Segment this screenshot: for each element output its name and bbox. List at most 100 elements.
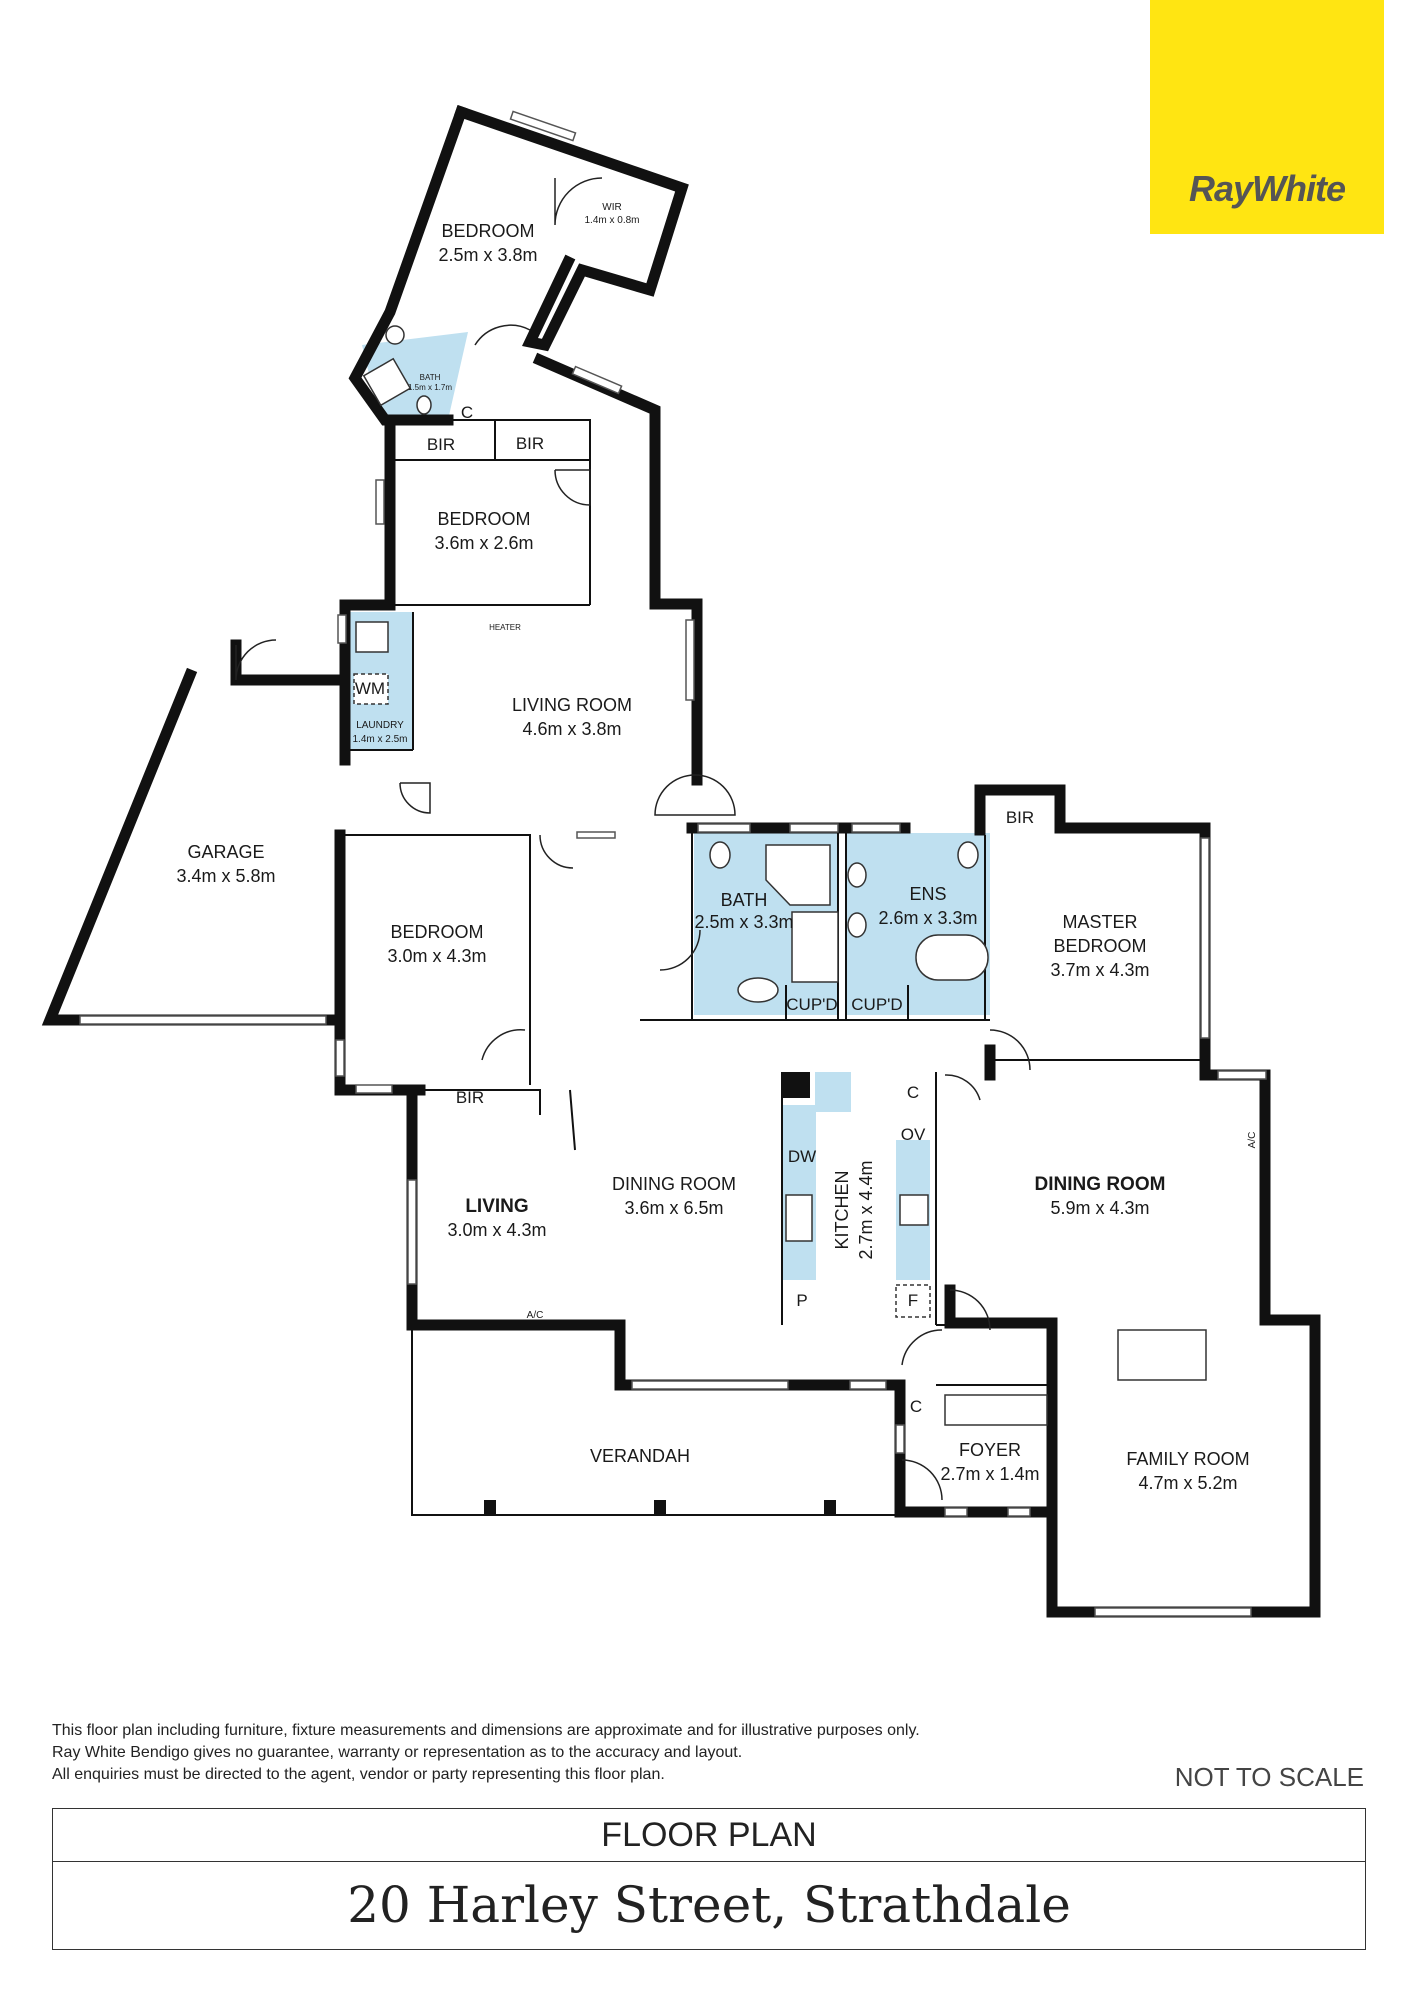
label-wir: WIR <box>602 202 621 213</box>
window <box>849 1380 887 1390</box>
disclaimer: This floor plan including furniture, fix… <box>52 1720 920 1786</box>
label-verandah: VERANDAH <box>590 1446 690 1466</box>
kitchen-label-group: KITCHEN 2.7m x 4.4m <box>832 1160 876 1259</box>
sink <box>785 1194 813 1242</box>
door <box>949 1289 991 1331</box>
label-p: P <box>796 1291 807 1310</box>
wall-top-bedroom <box>454 105 689 352</box>
scale-note: NOT TO SCALE <box>1174 1762 1364 1792</box>
foyer-steps <box>944 1394 1048 1426</box>
label-family-room: FAMILY ROOM <box>1126 1449 1249 1469</box>
window <box>1007 1507 1031 1517</box>
window <box>697 823 751 833</box>
laundry-tub <box>355 621 389 653</box>
shower <box>791 911 839 983</box>
label-f: F <box>908 1291 918 1310</box>
corner-shower <box>765 844 831 906</box>
door <box>481 1029 526 1061</box>
window <box>576 831 616 839</box>
toilet <box>709 841 731 869</box>
label-bedroom-2: BEDROOM <box>437 509 530 529</box>
title-box: FLOOR PLAN 20 Harley Street, Strathdale <box>52 1808 1366 1950</box>
label-dining-room: DINING ROOM <box>612 1174 736 1194</box>
door <box>539 834 574 869</box>
wall-bedroom3 <box>334 829 426 1096</box>
kitchen-bench-top <box>815 1072 851 1112</box>
label-master-2: BEDROOM <box>1053 936 1146 956</box>
label-kitchen: KITCHEN <box>832 1170 852 1249</box>
plan-title: FLOOR PLAN <box>53 1809 1365 1862</box>
door <box>399 782 431 814</box>
label-heater: HEATER <box>489 623 521 632</box>
door <box>235 639 277 681</box>
door <box>944 1074 981 1101</box>
dim-dining-room: 3.6m x 6.5m <box>624 1198 723 1218</box>
bathtub <box>915 934 989 981</box>
dim-master: 3.7m x 4.3m <box>1050 960 1149 980</box>
window <box>375 479 385 525</box>
disclaimer-line: All enquiries must be directed to the ag… <box>52 1766 665 1783</box>
door <box>659 929 701 971</box>
window <box>355 1084 393 1094</box>
dim-laundry: 1.4m x 2.5m <box>352 734 407 745</box>
door <box>554 469 591 506</box>
label-garage: GARAGE <box>187 842 264 862</box>
dim-kitchen: 2.7m x 4.4m <box>856 1160 876 1259</box>
window <box>407 1179 417 1285</box>
dim-bedroom-3: 3.0m x 4.3m <box>387 946 486 966</box>
dim-living: 3.0m x 4.3m <box>447 1220 546 1240</box>
dim-ens: 2.6m x 3.3m <box>878 908 977 928</box>
window <box>851 823 901 833</box>
verandah-post <box>654 1500 666 1516</box>
dim-family-room: 4.7m x 5.2m <box>1138 1473 1237 1493</box>
label-c-top: C <box>461 403 473 422</box>
brand-logo-text: RayWhite <box>1188 168 1346 209</box>
dim-garage: 3.4m x 5.8m <box>176 866 275 886</box>
window <box>1217 1070 1267 1080</box>
kitchen-bench-left <box>782 1105 816 1280</box>
window <box>895 1424 905 1454</box>
window <box>685 619 695 701</box>
dim-bedroom-2: 3.6m x 2.6m <box>434 533 533 553</box>
label-bir-b: BIR <box>516 434 544 453</box>
window <box>1094 1607 1252 1617</box>
floor-plan: BEDROOM 2.5m x 3.8m WIR 1.4m x 0.8m BATH… <box>41 104 1321 1618</box>
label-wm: WM <box>355 679 385 698</box>
label-bath-small: BATH <box>420 373 441 382</box>
property-address: 20 Harley Street, Strathdale <box>347 1876 1071 1934</box>
stair-block <box>1117 1329 1207 1381</box>
dim-bedroom-top: 2.5m x 3.8m <box>438 245 537 265</box>
window <box>79 1015 327 1025</box>
disclaimer-line: Ray White Bendigo gives no guarantee, wa… <box>52 1744 743 1761</box>
dim-foyer: 2.7m x 1.4m <box>940 1464 1039 1484</box>
dim-bath-small: 1.5m x 1.7m <box>408 383 452 392</box>
verandah-post <box>824 1500 836 1516</box>
window <box>337 614 347 644</box>
label-cupd-b: CUP'D <box>851 995 902 1014</box>
dim-dining-room-2: 5.9m x 4.3m <box>1050 1198 1149 1218</box>
door <box>554 177 603 226</box>
stove <box>899 1194 929 1226</box>
label-laundry: LAUNDRY <box>356 720 404 731</box>
wall-corridor-right <box>532 352 703 786</box>
dim-wir: 1.4m x 0.8m <box>584 215 639 226</box>
door <box>901 1459 943 1501</box>
disclaimer-line: This floor plan including furniture, fix… <box>52 1722 920 1739</box>
brand-logo: RayWhite <box>1150 0 1384 234</box>
label-bath: BATH <box>721 890 768 910</box>
dim-bath: 2.5m x 3.3m <box>694 912 793 932</box>
dim-living-room: 4.6m x 3.8m <box>522 719 621 739</box>
window <box>944 1507 968 1517</box>
window <box>335 1039 345 1077</box>
label-living-room: LIVING ROOM <box>512 695 632 715</box>
label-ac-right: A/C <box>1247 1132 1258 1149</box>
interior-walls <box>345 419 1205 1512</box>
basin <box>847 862 867 888</box>
label-master-1: MASTER <box>1062 912 1137 932</box>
label-ens: ENS <box>909 884 946 904</box>
washing-machine-box <box>353 673 389 705</box>
toilet <box>957 841 979 869</box>
verandah-outline <box>411 1330 900 1516</box>
bath-basin <box>737 977 779 1003</box>
label-c-foyer: C <box>910 1397 922 1416</box>
